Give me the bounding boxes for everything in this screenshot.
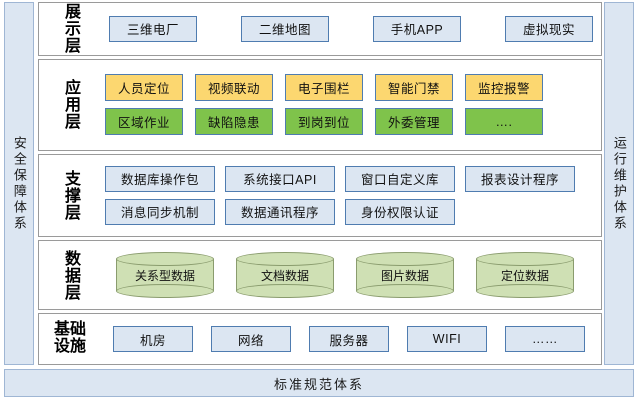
layer-label-infrastructure: 基础设施 bbox=[53, 321, 86, 356]
layer-body-application: 人员定位 视频联动 电子围栏 智能门禁 监控报警 区域作业 缺陷隐患 到岗到位 … bbox=[101, 60, 601, 150]
item-box-network[interactable]: 网络 bbox=[211, 326, 291, 353]
item-box-personnel-positioning[interactable]: 人员定位 bbox=[105, 74, 183, 102]
cylinder-bottom-ellipse bbox=[356, 284, 454, 299]
item-box-wifi[interactable]: WIFI bbox=[407, 326, 487, 353]
layer-row-infrastructure: 基础设施 机房 网络 服务器 WIFI …… bbox=[38, 313, 602, 365]
cylinder-bottom-ellipse bbox=[476, 284, 574, 299]
layer-row-support: 支撑层 数据库操作包 系统接口API 窗口自定义库 报表设计程序 消息同步机制 … bbox=[38, 153, 602, 238]
bottom-bar-standards-system: 标准规范体系 bbox=[4, 369, 634, 397]
item-line: 数据库操作包 系统接口API 窗口自定义库 报表设计程序 bbox=[101, 165, 595, 192]
cylinder-relational-data[interactable]: 关系型数据 bbox=[116, 252, 214, 299]
item-box-outsourcing-management[interactable]: 外委管理 bbox=[375, 108, 453, 136]
item-box-message-sync-mechanism[interactable]: 消息同步机制 bbox=[105, 198, 215, 225]
bottom-bar-label: 标准规范体系 bbox=[273, 376, 364, 392]
item-box-area-operations[interactable]: 区域作业 bbox=[105, 108, 183, 136]
cylinder-image-data[interactable]: 图片数据 bbox=[356, 252, 454, 299]
layer-body-infrastructure: 机房 网络 服务器 WIFI …… bbox=[101, 314, 609, 364]
layer-label-presentation: 展示层 bbox=[62, 3, 79, 55]
item-box-database-operation-package[interactable]: 数据库操作包 bbox=[105, 165, 215, 192]
cylinder-bottom-ellipse bbox=[116, 284, 214, 299]
side-bar-left-label: 安全保障体系 bbox=[11, 135, 27, 232]
item-box-three-d-power-plant[interactable]: 三维电厂 bbox=[109, 15, 197, 42]
item-box-monitoring-alarm[interactable]: 监控报警 bbox=[465, 74, 543, 102]
layer-body-presentation: 三维电厂 二维地图 手机APP 虚拟现实 bbox=[101, 3, 601, 55]
layer-label-data: 数据层 bbox=[62, 249, 79, 301]
cylinder-top-ellipse bbox=[356, 252, 454, 267]
item-box-window-custom-library[interactable]: 窗口自定义库 bbox=[345, 165, 455, 192]
item-line: 三维电厂 二维地图 手机APP 虚拟现实 bbox=[101, 15, 595, 42]
layer-row-data: 数据层 关系型数据 文档数据 bbox=[38, 240, 602, 311]
side-bar-operations-maintenance-system: 运行维护体系 bbox=[604, 2, 634, 365]
item-box-more-application[interactable]: …. bbox=[465, 108, 543, 136]
item-box-identity-authorization[interactable]: 身份权限认证 bbox=[345, 198, 455, 225]
cylinder-positioning-data[interactable]: 定位数据 bbox=[476, 252, 574, 299]
layer-label-application: 应用层 bbox=[62, 79, 79, 131]
cylinder-document-data[interactable]: 文档数据 bbox=[236, 252, 334, 299]
item-box-server[interactable]: 服务器 bbox=[309, 326, 389, 353]
cylinder-label: 定位数据 bbox=[500, 268, 549, 283]
cylinder-top-ellipse bbox=[116, 252, 214, 267]
layer-body-data: 关系型数据 文档数据 图片数据 bbox=[101, 241, 601, 309]
layer-row-application: 应用层 人员定位 视频联动 电子围栏 智能门禁 监控报警 区域作业 缺陷隐患 到… bbox=[38, 58, 602, 151]
item-box-electronic-fence[interactable]: 电子围栏 bbox=[285, 74, 363, 102]
item-box-system-interface-api[interactable]: 系统接口API bbox=[225, 165, 335, 192]
side-bar-right-label: 运行维护体系 bbox=[611, 135, 627, 232]
cylinder-top-ellipse bbox=[236, 252, 334, 267]
layer-stack: 展示层 三维电厂 二维地图 手机APP 虚拟现实 应用层 人员定位 视频联动 bbox=[38, 2, 602, 365]
item-box-mobile-app[interactable]: 手机APP bbox=[373, 15, 461, 42]
cylinder-label: 图片数据 bbox=[380, 268, 429, 283]
item-box-video-linkage[interactable]: 视频联动 bbox=[195, 74, 273, 102]
item-line: 消息同步机制 数据通讯程序 身份权限认证 bbox=[101, 198, 595, 225]
layer-label-support: 支撑层 bbox=[62, 169, 79, 221]
item-line: 区域作业 缺陷隐患 到岗到位 外委管理 …. bbox=[101, 108, 595, 136]
side-bar-security-system: 安全保障体系 bbox=[4, 2, 34, 365]
item-box-defect-hazard[interactable]: 缺陷隐患 bbox=[195, 108, 273, 136]
layer-row-presentation: 展示层 三维电厂 二维地图 手机APP 虚拟现实 bbox=[38, 2, 602, 56]
item-box-report-design-program[interactable]: 报表设计程序 bbox=[465, 165, 575, 192]
cylinder-top-ellipse bbox=[476, 252, 574, 267]
layer-body-support: 数据库操作包 系统接口API 窗口自定义库 报表设计程序 消息同步机制 数据通讯… bbox=[101, 155, 601, 237]
item-box-computer-room[interactable]: 机房 bbox=[113, 326, 193, 353]
item-line: 人员定位 视频联动 电子围栏 智能门禁 监控报警 bbox=[101, 74, 595, 102]
item-box-virtual-reality[interactable]: 虚拟现实 bbox=[505, 15, 593, 42]
cylinder-label: 关系型数据 bbox=[134, 268, 195, 283]
item-box-more-infrastructure[interactable]: …… bbox=[505, 326, 585, 353]
item-line: 关系型数据 文档数据 图片数据 bbox=[101, 252, 595, 299]
item-box-two-d-map[interactable]: 二维地图 bbox=[241, 15, 329, 42]
cylinder-bottom-ellipse bbox=[236, 284, 334, 299]
item-box-smart-access-control[interactable]: 智能门禁 bbox=[375, 74, 453, 102]
cylinder-label: 文档数据 bbox=[260, 268, 309, 283]
item-box-data-communication-program[interactable]: 数据通讯程序 bbox=[225, 198, 335, 225]
item-line: 机房 网络 服务器 WIFI …… bbox=[101, 326, 603, 353]
item-box-on-post-on-duty[interactable]: 到岗到位 bbox=[285, 108, 363, 136]
